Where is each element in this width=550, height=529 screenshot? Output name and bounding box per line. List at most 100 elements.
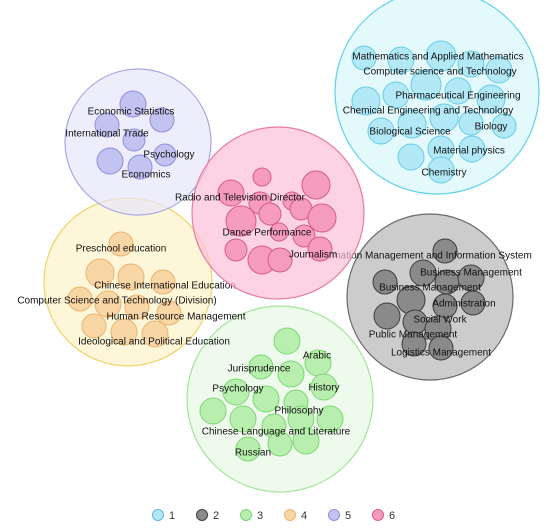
cluster-6-bubble [301, 170, 331, 200]
cluster-6-label: Radio and Television Director [175, 193, 306, 204]
cluster-4-bubble [85, 258, 115, 288]
cluster-3-label: Jurisprudence [228, 364, 291, 375]
cluster-3-label: History [308, 383, 339, 394]
clusters-layer: Mathematics and Applied MathematicsCompu… [17, 0, 540, 493]
cluster-4-bubble [141, 320, 169, 348]
cluster-4-bubble [124, 294, 150, 320]
cluster-3-bubble [252, 385, 280, 413]
cluster-4-label: Human Resource Management [107, 312, 246, 323]
legend-item-1: 1 [152, 509, 175, 522]
cluster-6-bubble [307, 236, 333, 262]
cluster-6-bubble [258, 202, 282, 226]
cluster-1-label: Pharmaceutical Engineering [395, 91, 520, 102]
cluster-5-bubble [122, 128, 146, 152]
cluster-2-label: Administration [432, 299, 495, 310]
cluster-2-label: Logistics Management [391, 348, 491, 359]
cluster-4-label: Computer Science and Technology (Divisio… [17, 296, 216, 307]
cluster-2-bubble [373, 302, 401, 330]
cluster-4-bubble [108, 231, 134, 257]
cluster-2-bubble [428, 335, 454, 361]
cluster-2-bubble [460, 290, 486, 316]
cluster-2-bubble [401, 331, 427, 357]
legend-label: 3 [257, 510, 263, 522]
legend-label: 4 [301, 510, 307, 522]
cluster-6-bubble [225, 205, 257, 237]
cluster-1-bubble [485, 56, 513, 84]
cluster-1-bubble [397, 109, 427, 139]
cluster-6-label: Dance Performance [223, 228, 312, 239]
cluster-1-bubble [444, 77, 472, 105]
cluster-4-bubble [156, 300, 182, 326]
cluster-4-label: Chinese International Education [94, 281, 236, 292]
cluster-4-label: Ideological and Political Education [78, 337, 230, 348]
cluster-4-bubble [117, 263, 145, 291]
cluster-5-bubble [149, 107, 175, 133]
cluster-2-label: Business Management [379, 283, 481, 294]
legend-swatch [196, 509, 208, 521]
legend-swatch [240, 509, 252, 521]
cluster-3-outer-circle [186, 305, 374, 493]
cluster-1-label: Computer science and Technology [363, 67, 516, 78]
cluster-3-bubble [292, 427, 320, 455]
cluster-2-outer-circle [346, 213, 514, 381]
cluster-2-label: Information Management and Information S… [312, 251, 532, 262]
cluster-5-bubble [96, 147, 124, 175]
cluster-1-label: Biological Science [369, 127, 451, 138]
cluster-1-bubble [429, 103, 459, 133]
cluster-1-bubble [351, 45, 377, 71]
legend-swatch [152, 509, 164, 521]
cluster-2-label: Business Management [420, 268, 522, 279]
cluster-3-label: Philosophy [275, 406, 324, 417]
cluster-4-bubble [110, 318, 138, 346]
cluster-3-label: Russian [235, 448, 271, 459]
cluster-1-bubble [427, 156, 455, 184]
cluster-3-bubble [235, 436, 261, 462]
legend-swatch [328, 509, 340, 521]
cluster-1-bubble [351, 86, 381, 116]
cluster-5-bubble [94, 112, 120, 138]
legend-label: 5 [345, 510, 351, 522]
cluster-3-bubble [199, 397, 227, 425]
cluster-6-bubble [269, 222, 289, 242]
cluster-3-label: Chinese Language and Literature [202, 427, 351, 438]
cluster-5-bubble [119, 90, 147, 118]
cluster-3-bubble [229, 405, 257, 433]
cluster-1-bubble [458, 135, 486, 163]
legend-label: 6 [389, 510, 395, 522]
cluster-1-bubble [382, 81, 410, 109]
legend-item-2: 2 [196, 509, 219, 522]
cluster-1-bubble [387, 46, 415, 74]
cluster-1: Mathematics and Applied MathematicsCompu… [334, 0, 540, 195]
cluster-4-label: Preschool education [76, 244, 167, 255]
cluster-1-label: Mathematics and Applied Mathematics [352, 52, 523, 63]
cluster-3-bubble [222, 378, 250, 406]
cluster-3-label: Psychology [212, 384, 263, 395]
cluster-2-label: Social Work [413, 315, 467, 326]
cluster-3-bubble [267, 431, 293, 457]
cluster-5-label: Economic Statistics [88, 107, 175, 118]
cluster-2-bubble [372, 269, 398, 295]
cluster-4-bubble [67, 286, 93, 312]
cluster-1-bubble [425, 40, 457, 72]
cluster-1-bubble [457, 50, 485, 78]
cluster-6-bubble [224, 238, 248, 262]
cluster-1-label: Biology [475, 122, 508, 133]
cluster-6-bubble [217, 179, 245, 207]
legend-label: 2 [213, 510, 219, 522]
legend-item-5: 5 [328, 509, 351, 522]
cluster-6-bubble [252, 167, 272, 187]
cluster-6-bubble [267, 247, 293, 273]
cluster-5-label: Economics [122, 170, 171, 181]
cluster-1-label: Chemical Engineering and Technology [343, 106, 513, 117]
cluster-1-bubble [458, 110, 484, 136]
cluster-1-bubble [367, 117, 395, 145]
legend-item-6: 6 [372, 509, 395, 522]
legend-label: 1 [169, 510, 175, 522]
legend-item-4: 4 [284, 509, 307, 522]
cluster-1-label: Material physics [433, 146, 505, 157]
cluster-4-bubble [94, 290, 122, 318]
cluster-1-bubble [410, 69, 442, 101]
cluster-3-bubble [310, 373, 338, 401]
